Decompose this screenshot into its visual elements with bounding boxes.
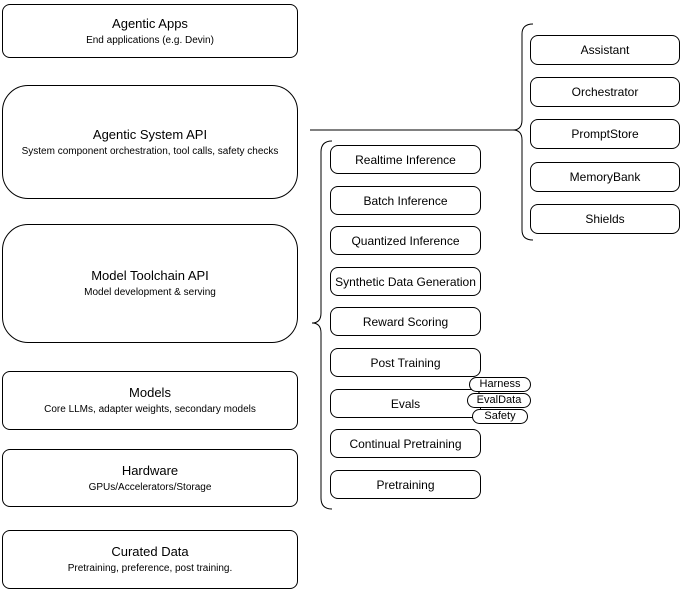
pill-safety-label: Safety bbox=[484, 410, 516, 422]
box-continual-pretraining-label: Continual Pretraining bbox=[349, 436, 462, 451]
box-curated-data-title: Curated Data bbox=[111, 544, 189, 559]
box-curated-data-subtitle: Pretraining, preference, post training. bbox=[67, 563, 233, 574]
pill-evaldata: EvalData bbox=[467, 393, 531, 408]
box-evals-label: Evals bbox=[390, 396, 421, 411]
box-post-training-label: Post Training bbox=[370, 355, 441, 370]
box-hardware-subtitle: GPUs/Accelerators/Storage bbox=[88, 481, 212, 493]
box-models-title: Models bbox=[129, 385, 171, 400]
box-batch-inference: Batch Inference bbox=[330, 186, 481, 215]
pill-safety: Safety bbox=[472, 409, 528, 424]
box-promptstore: PromptStore bbox=[530, 119, 680, 149]
box-agentic-system-api-title: Agentic System API bbox=[92, 126, 208, 142]
toolchain-curly-brace bbox=[311, 140, 333, 510]
box-quantized-inference-label: Quantized Inference bbox=[351, 233, 460, 248]
box-realtime-inference: Realtime Inference bbox=[330, 145, 481, 174]
box-continual-pretraining: Continual Pretraining bbox=[330, 429, 481, 458]
box-post-training: Post Training bbox=[330, 348, 481, 377]
box-shields-label: Shields bbox=[585, 212, 625, 226]
box-agentic-apps: Agentic Apps End applications (e.g. Devi… bbox=[2, 4, 298, 58]
box-realtime-inference-label: Realtime Inference bbox=[355, 152, 456, 167]
box-batch-inference-label: Batch Inference bbox=[363, 193, 448, 208]
box-quantized-inference: Quantized Inference bbox=[330, 226, 481, 255]
pill-harness: Harness bbox=[469, 377, 531, 392]
box-agentic-system-api: Agentic System API System component orch… bbox=[2, 85, 298, 199]
box-model-toolchain-api: Model Toolchain API Model development & … bbox=[2, 224, 298, 343]
box-synthetic-data-generation: Synthetic Data Generation bbox=[330, 267, 481, 296]
box-model-toolchain-api-title: Model Toolchain API bbox=[91, 268, 209, 283]
box-orchestrator-label: Orchestrator bbox=[571, 85, 639, 99]
box-agentic-apps-subtitle: End applications (e.g. Devin) bbox=[86, 34, 214, 46]
box-agentic-apps-title: Agentic Apps bbox=[112, 15, 188, 31]
box-reward-scoring: Reward Scoring bbox=[330, 307, 481, 336]
pill-evaldata-label: EvalData bbox=[476, 394, 522, 406]
box-hardware: Hardware GPUs/Accelerators/Storage bbox=[2, 449, 298, 507]
box-shields: Shields bbox=[530, 204, 680, 234]
box-pretraining-label: Pretraining bbox=[376, 477, 435, 492]
box-assistant-label: Assistant bbox=[580, 43, 630, 57]
box-curated-data: Curated Data Pretraining, preference, po… bbox=[2, 530, 298, 589]
box-reward-scoring-label: Reward Scoring bbox=[362, 314, 449, 329]
box-hardware-title: Hardware bbox=[121, 462, 179, 478]
box-agentic-system-api-subtitle: System component orchestration, tool cal… bbox=[21, 145, 279, 157]
box-models: Models Core LLMs, adapter weights, secon… bbox=[2, 371, 298, 430]
box-model-toolchain-api-subtitle: Model development & serving bbox=[84, 287, 216, 298]
box-promptstore-label: PromptStore bbox=[571, 127, 639, 141]
box-memorybank-label: MemoryBank bbox=[569, 170, 641, 184]
box-synthetic-data-generation-label: Synthetic Data Generation bbox=[335, 274, 476, 289]
box-pretraining: Pretraining bbox=[330, 470, 481, 499]
box-models-subtitle: Core LLMs, adapter weights, secondary mo… bbox=[44, 404, 256, 415]
pill-harness-label: Harness bbox=[479, 378, 521, 390]
box-assistant: Assistant bbox=[530, 35, 680, 65]
box-memorybank: MemoryBank bbox=[530, 162, 680, 192]
box-orchestrator: Orchestrator bbox=[530, 77, 680, 107]
box-evals: Evals bbox=[330, 389, 481, 418]
